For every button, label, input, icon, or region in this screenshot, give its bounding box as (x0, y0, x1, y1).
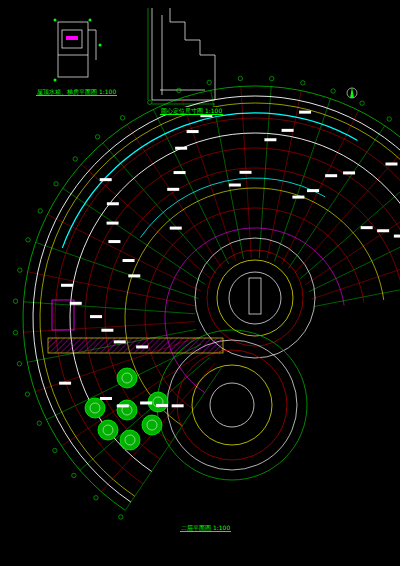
drawing-title: 圆心定位尺寸图 1:100 (160, 107, 223, 115)
drawing-title: 屋顶水箱、梯房平面图 1:100 (36, 88, 117, 96)
drawing-title: 二层平面图 1:100 (180, 524, 231, 532)
